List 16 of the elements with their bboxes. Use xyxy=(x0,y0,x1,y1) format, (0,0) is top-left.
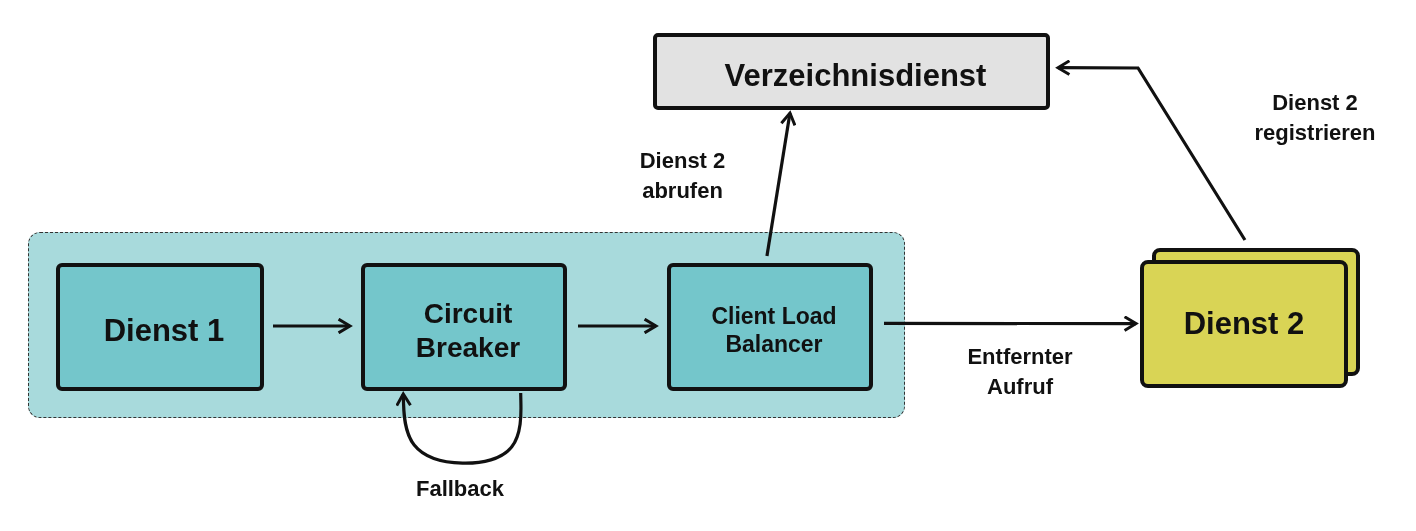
arrow xyxy=(1056,59,1247,241)
arrow xyxy=(884,315,1138,332)
process-box xyxy=(361,263,567,391)
node-label: Client Load Balancer xyxy=(710,303,838,359)
service-card-stack xyxy=(1140,248,1360,388)
arrow xyxy=(578,317,658,335)
process-box xyxy=(56,263,264,391)
arrow xyxy=(273,317,352,335)
dashed-group-region xyxy=(28,232,905,418)
node-label: Circuit Breaker xyxy=(414,297,522,365)
node-label: Verzeichnisdienst xyxy=(723,56,988,95)
node-label: Dienst 1 xyxy=(102,312,226,350)
node-label: Dienst 2 xyxy=(1182,305,1306,343)
process-box xyxy=(667,263,873,391)
arrow xyxy=(395,392,523,465)
registry-box xyxy=(653,33,1050,110)
